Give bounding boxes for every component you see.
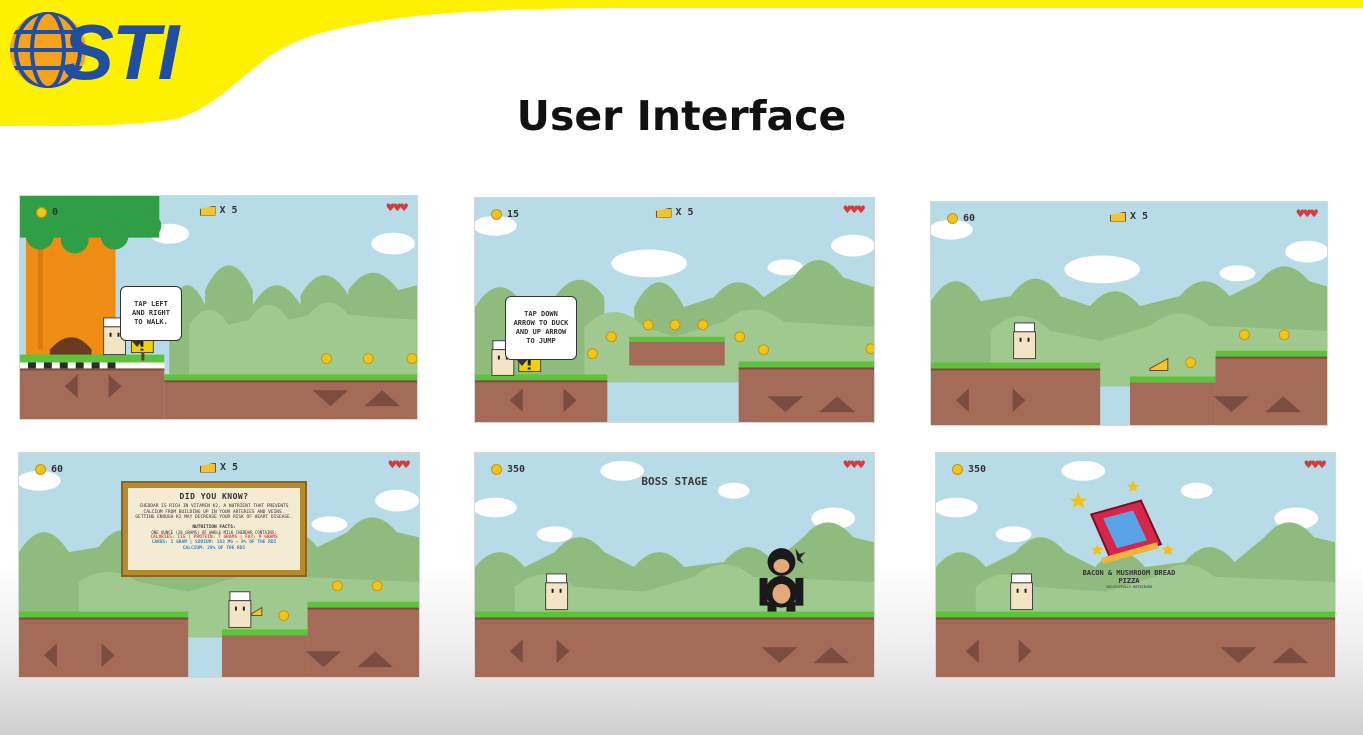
coin-count: 350 bbox=[968, 463, 987, 475]
cheese-count: X 5 bbox=[1129, 211, 1149, 222]
chef-character bbox=[545, 573, 569, 611]
coin-counter: 0 bbox=[36, 204, 58, 220]
pizza-item-icon bbox=[1089, 499, 1163, 565]
right-arrow-icon bbox=[563, 388, 577, 413]
heart-icon: ♥♥♥ bbox=[1296, 207, 1319, 222]
fact-body: CHEDDAR IS RICH IN VITAMIN K2, A NUTRIEN… bbox=[135, 504, 293, 520]
up-arrow-icon bbox=[364, 390, 401, 407]
coin-icon bbox=[947, 212, 958, 224]
left-arrow-icon bbox=[955, 388, 969, 413]
cheese-icon bbox=[655, 207, 672, 218]
chef-character bbox=[228, 591, 263, 628]
coin-count: 350 bbox=[507, 463, 526, 475]
screen-tutorial-jump: 15 X 5 ♥♥♥ TAP DOWN ARROW TO DUCK AND UP… bbox=[474, 197, 875, 423]
coin-count: 60 bbox=[963, 212, 976, 224]
item-status: SUCCESSFULLY RETRIEVED bbox=[1105, 585, 1153, 589]
screen-tutorial-walk: 0 X 5 ♥♥♥ TAP LEFT AND RIGHT TO WALK. bbox=[19, 195, 418, 420]
sti-logo: STI bbox=[6, 4, 216, 96]
down-arrow-icon bbox=[305, 651, 342, 668]
chef-character bbox=[1013, 322, 1036, 360]
left-arrow-icon bbox=[64, 374, 78, 399]
item-name: BACON & MUSHROOM BREAD PIZZA bbox=[1082, 569, 1176, 585]
game-scene bbox=[19, 470, 419, 677]
down-arrow-icon bbox=[761, 647, 798, 664]
left-arrow-icon bbox=[509, 639, 523, 664]
coin-counter: 15 bbox=[491, 206, 519, 222]
coin-icon bbox=[952, 463, 963, 475]
down-arrow-icon bbox=[1220, 647, 1257, 664]
coin-count: 60 bbox=[51, 463, 64, 475]
heart-icon: ♥♥♥ bbox=[843, 458, 866, 473]
fact-line-1: CALORIES: 115 | PROTEIN: 7 GRAMS | FAT: … bbox=[150, 534, 278, 540]
fact-subtitle: NUTRITION FACTS: bbox=[192, 524, 236, 530]
right-arrow-icon bbox=[101, 643, 115, 668]
screen-did-you-know: 60 X 5 ♥♥♥ DID YOU KNOW? CHEDDAR IS RICH… bbox=[18, 452, 420, 678]
cheese-counter: X 5 bbox=[1109, 211, 1149, 222]
cheese-counter: X 5 bbox=[199, 205, 238, 216]
coin-counter: 350 bbox=[952, 461, 986, 477]
coin-counter: 60 bbox=[35, 461, 63, 477]
down-arrow-icon bbox=[767, 396, 804, 413]
chef-character bbox=[1010, 573, 1034, 611]
left-arrow-icon bbox=[509, 388, 523, 413]
page-title: User Interface bbox=[516, 92, 847, 140]
coin-counter: 60 bbox=[947, 210, 975, 226]
game-scene bbox=[20, 196, 417, 419]
chef-character bbox=[103, 317, 126, 356]
left-arrow-icon bbox=[43, 643, 57, 668]
fact-line-3: CALCIUM: 20% OF THE RDI bbox=[182, 545, 246, 551]
up-arrow-icon bbox=[819, 396, 856, 413]
right-arrow-icon bbox=[556, 639, 570, 664]
cheese-counter: X 5 bbox=[199, 462, 239, 473]
boss-stage-label: BOSS STAGE bbox=[641, 475, 708, 488]
game-scene bbox=[475, 460, 874, 677]
coin-icon bbox=[35, 463, 46, 475]
heart-icon: ♥♥♥ bbox=[843, 203, 866, 218]
left-arrow-icon bbox=[965, 639, 979, 664]
coin-count: 15 bbox=[507, 208, 520, 220]
right-arrow-icon bbox=[108, 374, 122, 399]
gorilla-boss bbox=[759, 548, 806, 612]
tutorial-text: TAP DOWN ARROW TO DUCK AND UP ARROW TO J… bbox=[513, 310, 569, 345]
heart-icon: ♥♥♥ bbox=[1304, 458, 1327, 473]
cheese-count: X 5 bbox=[219, 205, 238, 216]
fact-title: DID YOU KNOW? bbox=[179, 492, 249, 501]
screen-gameplay-cheese: 60 X 5 ♥♥♥ bbox=[930, 201, 1328, 426]
up-arrow-icon bbox=[1265, 396, 1302, 413]
down-arrow-icon bbox=[312, 390, 349, 407]
right-arrow-icon bbox=[1018, 639, 1032, 664]
coin-icon bbox=[36, 206, 47, 218]
fact-line-2: CARBS: 1 GRAM | SODIUM: 183 MG — 8% OF T… bbox=[151, 540, 277, 545]
coin-icon bbox=[491, 208, 502, 220]
tutorial-bubble: TAP DOWN ARROW TO DUCK AND UP ARROW TO J… bbox=[505, 296, 577, 366]
cheese-count: X 5 bbox=[219, 462, 239, 473]
cheese-counter: X 5 bbox=[655, 207, 694, 218]
tutorial-text: TAP LEFT AND RIGHT TO WALK. bbox=[132, 300, 170, 326]
up-arrow-icon bbox=[813, 647, 850, 664]
did-you-know-card: DID YOU KNOW? CHEDDAR IS RICH IN VITAMIN… bbox=[123, 483, 305, 575]
cheese-count: X 5 bbox=[675, 207, 694, 218]
header-yellow-band bbox=[0, 0, 1363, 127]
coin-icon bbox=[491, 463, 502, 475]
up-arrow-icon bbox=[1272, 647, 1309, 664]
globe-icon bbox=[10, 12, 86, 88]
fact-serving: ONE OUNCE (28 GRAMS) OF WHOLE-MILK CHEDD… bbox=[151, 529, 277, 535]
coin-counter: 350 bbox=[491, 461, 525, 477]
coin-count: 0 bbox=[52, 206, 59, 218]
game-scene bbox=[931, 219, 1327, 425]
down-arrow-icon bbox=[1213, 396, 1250, 413]
game-scene bbox=[936, 460, 1335, 677]
screen-boss-stage: 350 ♥♥♥ BOSS STAGE bbox=[474, 452, 875, 678]
up-arrow-icon bbox=[357, 651, 394, 668]
logo-text: STI bbox=[62, 8, 179, 96]
tutorial-bubble: TAP LEFT AND RIGHT TO WALK. bbox=[120, 286, 182, 347]
screen-item-retrieved: 350 ♥♥♥ BACON & MUSHROOM BREAD PIZZA SUC… bbox=[935, 452, 1336, 678]
cheese-icon bbox=[199, 462, 216, 473]
heart-icon: ♥♥♥ bbox=[386, 201, 409, 216]
heart-icon: ♥♥♥ bbox=[388, 458, 411, 473]
cheese-icon bbox=[199, 205, 216, 216]
cheese-icon bbox=[1109, 211, 1126, 222]
right-arrow-icon bbox=[1012, 388, 1026, 413]
